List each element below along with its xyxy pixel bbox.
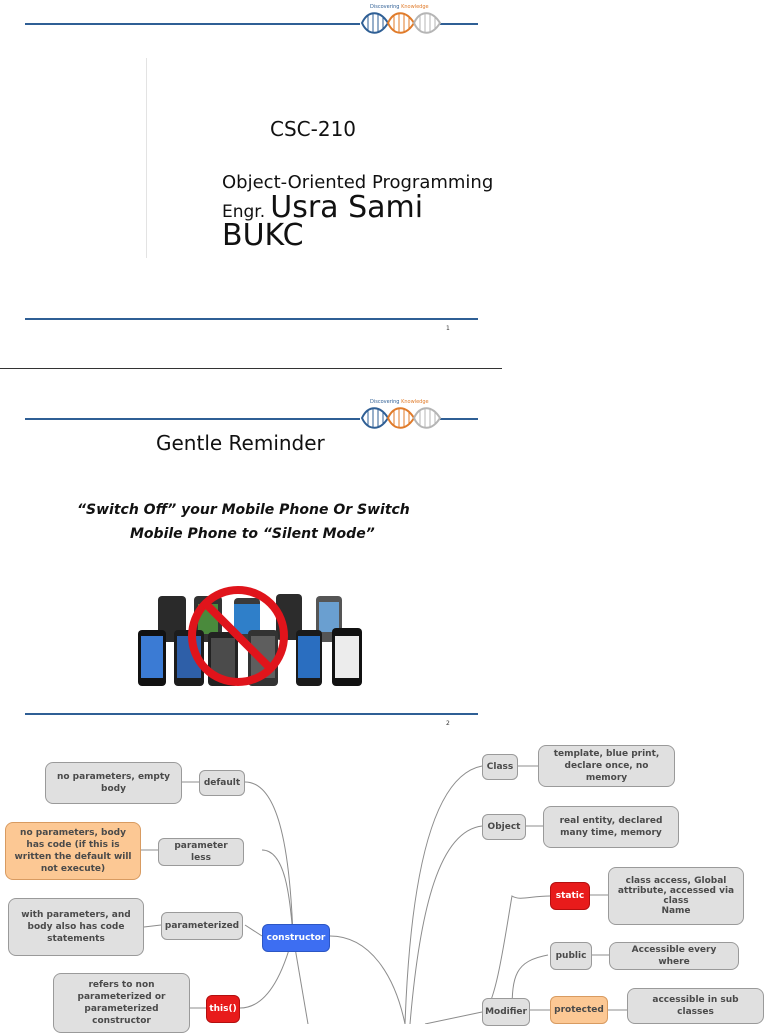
course-title: Object-Oriented Programming	[222, 172, 494, 193]
no-phones-image	[138, 586, 362, 686]
institution: BUKC	[222, 218, 304, 253]
instructor-name: Usra Sami	[270, 190, 424, 225]
slide-2-top-rule	[25, 418, 360, 420]
class-node: Class	[482, 754, 518, 780]
dna-logo-icon	[360, 407, 442, 429]
object-node: Object	[482, 814, 526, 840]
this-node: this()	[206, 995, 240, 1023]
param-less-desc-node: no parameters, body has code (if this is…	[5, 822, 141, 880]
parameterized-node: parameterized	[161, 912, 243, 940]
slide-2-top-rule-right	[440, 418, 478, 420]
parameterized-desc-node: with parameters, and body also has code …	[8, 898, 144, 956]
class-desc-node: template, blue print, declare once, no m…	[538, 745, 675, 787]
static-desc-line-2: Name	[661, 906, 691, 916]
static-desc-line-1: class access, Global attribute, accessed…	[617, 876, 735, 906]
default-desc-node: no parameters, empty body	[45, 762, 182, 804]
reminder-line-1: “Switch Off” your Mobile Phone Or Switch	[77, 502, 410, 518]
slide-2-title: Gentle Reminder	[156, 431, 325, 455]
public-desc-node: Accessible every where	[609, 942, 739, 970]
slide-1-top-rule	[25, 23, 360, 25]
page-number: 1	[446, 325, 450, 332]
instructor-prefix: Engr.	[222, 202, 266, 222]
prohibition-circle	[188, 586, 288, 686]
slide-separator	[0, 368, 502, 369]
modifier-node: Modifier	[482, 998, 530, 1026]
public-node: public	[550, 942, 592, 970]
instructor-line: Engr. Usra Sami	[222, 190, 423, 225]
constructor-node: constructor	[262, 924, 330, 952]
this-desc-node: refers to non parameterized or parameter…	[53, 973, 190, 1033]
page-number: 2	[446, 720, 450, 727]
protected-desc-node: accessible in sub classes	[627, 988, 764, 1024]
param-less-node: parameter less	[158, 838, 244, 866]
static-node: static	[550, 882, 590, 910]
reminder-line-2: Mobile Phone to “Silent Mode”	[130, 526, 375, 542]
course-code: CSC-210	[270, 117, 357, 141]
slide-2-bottom-rule	[25, 713, 478, 715]
slide-1-top-rule-right	[440, 23, 478, 25]
slide-1-divider	[146, 58, 147, 258]
dna-logo-icon	[360, 12, 442, 34]
slide-2: Discovering Knowledge Gentle Reminder “S…	[0, 370, 502, 736]
object-desc-node: real entity, declared many time, memory	[543, 806, 679, 848]
static-desc-node: class access, Global attribute, accessed…	[608, 867, 744, 925]
logo-caption: Discovering Knowledge	[370, 4, 429, 10]
prohibition-slash	[203, 601, 273, 671]
slide-1: Discovering Knowledge CSC-210 Object-Ori…	[0, 0, 502, 368]
protected-node: protected	[550, 996, 608, 1024]
slide-1-bottom-rule	[25, 318, 478, 320]
default-node: default	[199, 770, 245, 796]
logo-caption: Discovering Knowledge	[370, 399, 429, 405]
